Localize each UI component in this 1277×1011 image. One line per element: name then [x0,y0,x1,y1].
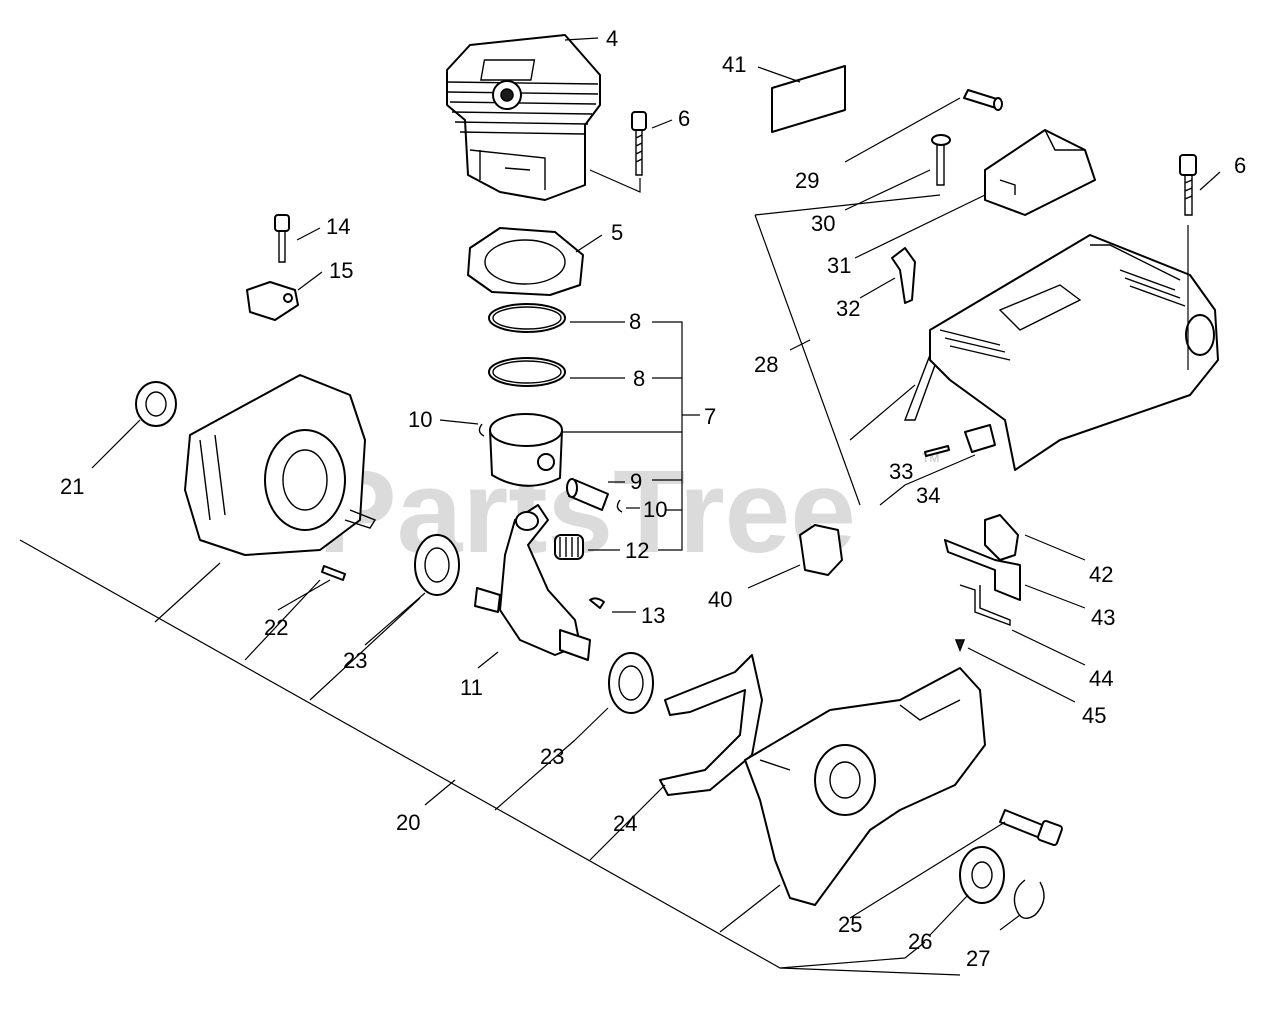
callout-29: 29 [795,168,819,193]
crankcase-right-part [744,667,986,906]
callout-26: 26 [908,929,932,954]
callout-45: 45 [1082,703,1106,728]
clamp-part [246,281,299,321]
callout-5: 5 [611,220,623,245]
callout-24: 24 [613,811,637,836]
callout-43: 43 [1091,605,1115,630]
callout-15: 15 [329,258,353,283]
piston-ring-part [488,303,566,333]
callout-7: 7 [704,404,716,429]
cover-bolt-part [1179,154,1197,216]
tiny-screw-part [954,639,966,653]
piston-ring-part-2 [488,357,566,387]
gasket-part [467,227,584,296]
piston-pin-part [566,478,609,511]
crankshaft-part [474,504,591,661]
oil-seal-part [135,381,177,427]
clip-bracket-part [959,584,1011,627]
crank-seal-part [959,846,1005,904]
callout-12: 12 [625,538,649,563]
clip-part [964,424,996,453]
decal-part [771,65,846,133]
callout-9: 9 [630,469,642,494]
callout-10-b: 10 [643,497,667,522]
cover-screw-part [931,134,951,186]
screw-part [274,214,290,263]
ball-bearing-part-2 [608,652,654,714]
callout-6: 6 [678,106,690,131]
callout-40: 40 [708,587,732,612]
circlip-part-2 [616,499,623,513]
callout-31: 31 [827,253,851,278]
callout-42: 42 [1089,562,1113,587]
callout-28: 28 [754,352,778,377]
callout-8: 8 [629,309,641,334]
watermark: PartsTree [318,446,856,578]
callout-41: 41 [722,52,746,77]
crankcase-gasket-part [659,654,763,796]
callout-21: 21 [60,474,84,499]
callout-14: 14 [326,214,350,239]
callout-6-right: 6 [1234,153,1246,178]
piston-part [489,413,563,487]
callout-23-b: 23 [540,744,564,769]
mount-part [799,524,843,576]
callout-4: 4 [606,26,618,51]
callout-11: 11 [460,675,483,700]
top-cover-part [903,234,1219,471]
plate-part [944,539,1021,601]
callout-13: 13 [641,603,665,628]
cylinder-bolt-part [631,111,647,176]
callout-22: 22 [264,615,288,640]
crankcase-left-part [184,374,377,556]
leader-lines [19,37,1221,976]
dowel-pin-part [321,565,346,581]
ball-bearing-part [414,534,460,596]
callout-20: 20 [396,810,420,835]
woodruff-key-part [589,597,605,609]
callout-8-b: 8 [633,366,645,391]
pin-part [963,89,1003,111]
callout-44: 44 [1089,666,1113,691]
small-pin-part [924,445,950,457]
cap-part [984,514,1019,561]
cylinder-part [446,34,601,201]
circlip-part [478,423,485,437]
callout-25: 25 [838,912,862,937]
callout-30: 30 [811,211,835,236]
callout-33: 33 [889,459,913,484]
plug-part [891,247,916,304]
callout-27: 27 [966,946,990,971]
callout-34: 34 [916,483,940,508]
snap-ring-part [1013,879,1045,919]
crankcase-bolt-part [999,809,1063,846]
callout-23: 23 [343,648,367,673]
callout-labels: 4 6 41 6 29 30 31 32 28 14 15 5 8 8 7 10… [60,26,1246,971]
needle-bearing-part [554,534,584,560]
callout-32: 32 [836,296,860,321]
callout-10: 10 [408,407,432,432]
bracket-part [984,129,1096,216]
